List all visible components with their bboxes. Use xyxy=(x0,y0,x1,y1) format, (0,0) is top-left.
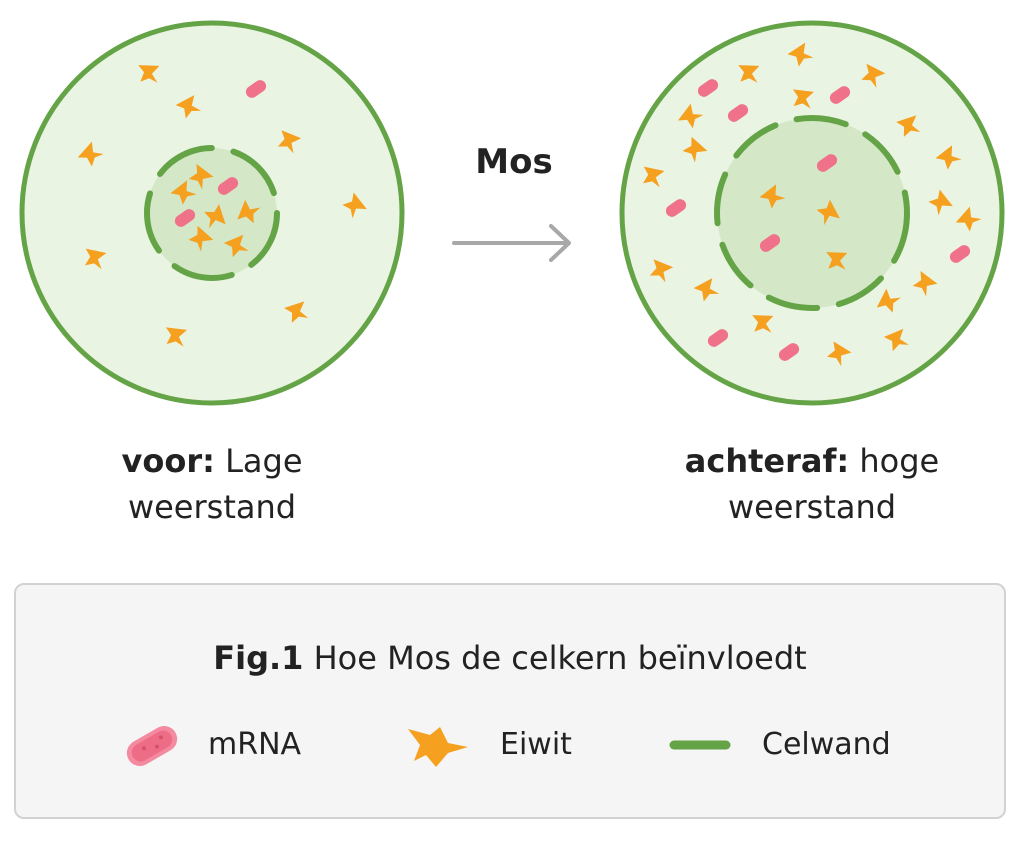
nucleus-after xyxy=(717,118,907,308)
legend-label-protein: Eiwit xyxy=(500,727,572,762)
legend-label-cellwall: Celwand xyxy=(762,727,891,762)
legend-box: Fig.1 Hoe Mos de celkern beïnvloedt mRNA… xyxy=(14,583,1006,819)
figure-number: Fig.1 xyxy=(213,639,304,677)
caption-after: achteraf: hoge weerstand xyxy=(662,438,962,530)
figure-title-text: Hoe Mos de celkern beïnvloedt xyxy=(313,639,807,677)
legend-label-mrna: mRNA xyxy=(208,727,302,762)
caption-before-text: Lage xyxy=(225,442,303,480)
arrow-label: Mos xyxy=(475,142,553,182)
protein-icon xyxy=(408,727,468,767)
transition-arrow xyxy=(452,224,571,262)
caption-after-line2: weerstand xyxy=(727,488,897,526)
caption-after-text: hoge xyxy=(859,442,940,480)
cell-wall-icon xyxy=(669,740,731,750)
cell-after xyxy=(619,20,1005,406)
mrna-icon xyxy=(126,726,178,766)
figure-title: Fig.1 Hoe Mos de celkern beïnvloedt xyxy=(16,639,1004,677)
caption-before: voor: Lage weerstand xyxy=(62,438,362,530)
caption-before-line2: weerstand xyxy=(127,488,297,526)
cell-diagram xyxy=(19,20,1005,406)
nuclear-envelope-after xyxy=(714,115,910,311)
cell-before xyxy=(19,20,405,406)
caption-before-bold: voor: xyxy=(121,442,215,480)
nuclear-envelope-before xyxy=(144,145,280,281)
caption-after-bold: achteraf: xyxy=(684,442,850,480)
